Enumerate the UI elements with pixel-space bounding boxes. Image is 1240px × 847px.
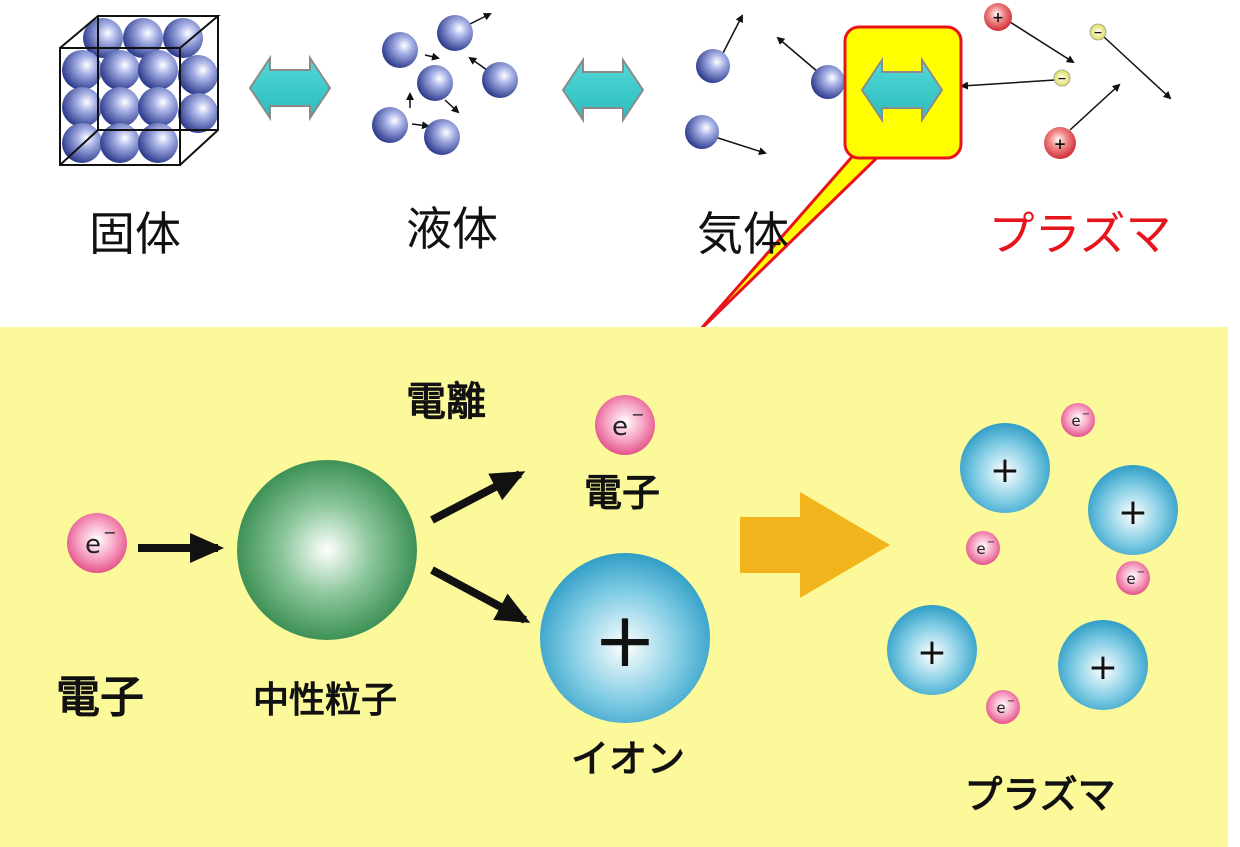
liquid-illustration bbox=[372, 13, 518, 155]
svg-text:+: + bbox=[1118, 492, 1148, 533]
svg-text:+: + bbox=[917, 632, 947, 673]
plasma-electron-3: e − bbox=[1116, 561, 1150, 595]
svg-text:−: − bbox=[1057, 72, 1066, 85]
transition-arrow-liquid-gas bbox=[561, 56, 645, 124]
arrow-to-electron bbox=[430, 470, 526, 524]
svg-text:e: e bbox=[85, 530, 101, 560]
label-ionization: 電離 bbox=[406, 379, 486, 425]
plasma-electron-2: e − bbox=[966, 531, 1000, 565]
ejected-electron: e − bbox=[595, 395, 655, 455]
plasma-electron-1: e − bbox=[1061, 403, 1095, 437]
solid-illustration bbox=[59, 15, 221, 166]
top-negative-electron-1: − bbox=[1089, 23, 1107, 41]
svg-text:e: e bbox=[1126, 570, 1135, 588]
result-arrow bbox=[740, 492, 890, 598]
highlight-callout bbox=[698, 25, 963, 332]
ion-particle: + bbox=[540, 553, 710, 723]
svg-text:−: − bbox=[1137, 567, 1145, 578]
svg-text:−: − bbox=[1093, 26, 1102, 39]
svg-text:−: − bbox=[1082, 409, 1090, 420]
plasma-ion-1: + bbox=[960, 423, 1050, 513]
label-gas: 気体 bbox=[697, 207, 789, 261]
top-negative-electron-2: − bbox=[1053, 69, 1071, 87]
solid-front-spheres bbox=[62, 50, 178, 163]
plasma-ion-3: + bbox=[887, 605, 977, 695]
gas-illustration bbox=[685, 14, 845, 155]
arrow-to-ion bbox=[430, 566, 531, 624]
label-plasma: プラズマ bbox=[988, 207, 1171, 261]
plasma-ion-2: + bbox=[1088, 465, 1178, 555]
svg-text:−: − bbox=[1007, 696, 1015, 707]
label-solid: 固体 bbox=[89, 207, 181, 261]
svg-text:−: − bbox=[987, 537, 995, 548]
svg-text:e: e bbox=[612, 412, 628, 442]
plasma-top-illustration: + − − + bbox=[960, 3, 1172, 159]
svg-text:−: − bbox=[103, 523, 116, 542]
svg-text:+: + bbox=[1054, 135, 1067, 153]
svg-text:+: + bbox=[992, 10, 1004, 26]
label-ion: イオン bbox=[571, 737, 685, 781]
incoming-electron: e − bbox=[67, 513, 127, 573]
plasma-cluster: + + + + e − e − e − e bbox=[887, 403, 1178, 724]
svg-text:+: + bbox=[1088, 647, 1118, 688]
label-plasma-result: プラズマ bbox=[964, 773, 1115, 817]
cube-frame bbox=[59, 15, 221, 166]
top-positive-ion-1: + bbox=[984, 3, 1012, 31]
neutral-particle bbox=[237, 460, 417, 640]
svg-text:e: e bbox=[1071, 412, 1080, 430]
svg-text:−: − bbox=[631, 405, 644, 424]
svg-text:+: + bbox=[593, 595, 657, 684]
plasma-electron-4: e − bbox=[986, 690, 1020, 724]
svg-text:e: e bbox=[976, 540, 985, 558]
label-liquid: 液体 bbox=[406, 202, 498, 256]
plasma-ion-4: + bbox=[1058, 620, 1148, 710]
label-ejected-electron: 電子 bbox=[584, 471, 660, 515]
label-incoming-electron: 電子 bbox=[56, 672, 144, 723]
svg-text:+: + bbox=[990, 450, 1020, 491]
svg-text:e: e bbox=[996, 699, 1005, 717]
top-positive-ion-2: + bbox=[1044, 127, 1076, 159]
transition-arrow-solid-liquid bbox=[248, 54, 332, 122]
label-neutral-particle: 中性粒子 bbox=[253, 680, 397, 721]
